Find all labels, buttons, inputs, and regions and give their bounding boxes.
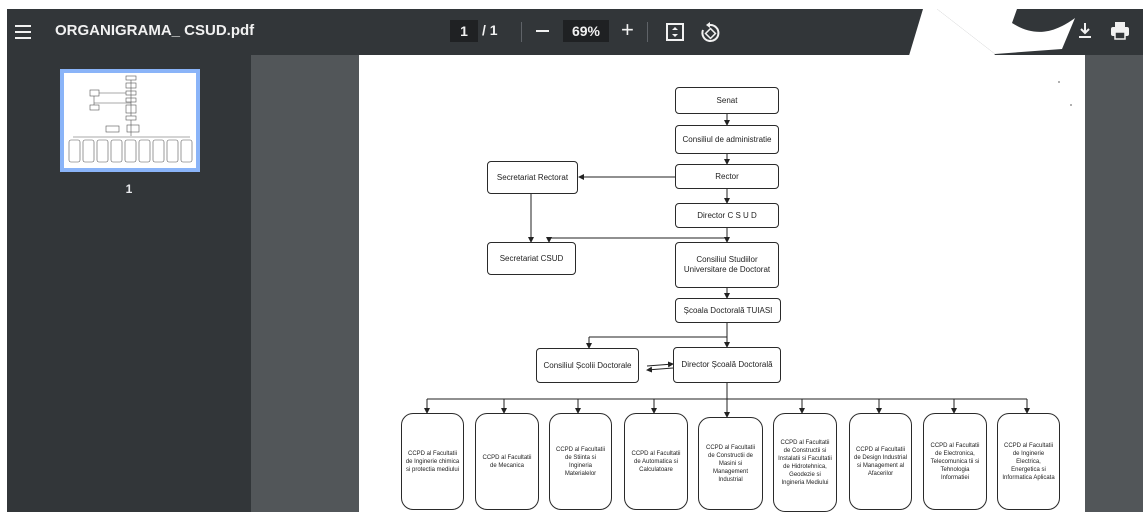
rector-box: Rector — [675, 164, 779, 189]
orgchart-connectors — [424, 81, 1072, 418]
minus-icon[interactable] — [536, 30, 549, 32]
thumbnail-page-number: 1 — [125, 182, 133, 196]
thumbnail-preview — [68, 75, 193, 163]
pdf-viewer: 1 — [7, 9, 1143, 512]
faculty-box: CCPD al Facultatii de Inginerie chimica … — [401, 413, 464, 510]
director-csud-box: Director C S U D — [675, 203, 779, 228]
consiliu-admin-box: Consiliul de administratie — [675, 125, 779, 154]
scoala-doctorala-box: Școala Doctorală TUIASI — [675, 298, 781, 323]
toolbar-divider — [647, 22, 648, 42]
director-scoala-box: Director Școală Doctorală — [673, 347, 781, 383]
faculty-box: CCPD al Facultatii de Automatica si Calc… — [624, 413, 688, 510]
faculty-box: CCPD al Facultatii de Stiinta si Inginer… — [549, 413, 612, 510]
rotate-icon[interactable] — [700, 21, 720, 43]
zoom-input[interactable]: 69% — [563, 20, 609, 42]
document-title: ORGANIGRAMA_ CSUD.pdf — [55, 22, 255, 39]
faculty-box: CCPD al Facultatii de Constructii de Mas… — [698, 417, 763, 510]
download-icon[interactable] — [1076, 21, 1094, 41]
senat-box: Senat — [675, 87, 779, 114]
faculty-box: CCPD al Facultatii de Design Industrial … — [849, 413, 912, 510]
faculty-box: CCPD al Facultatii de Mecanica — [475, 413, 539, 510]
thumbnail-sidebar[interactable]: 1 — [7, 55, 251, 512]
faculty-box: CCPD al Facultatii de Constructii si Ins… — [773, 413, 837, 512]
pdf-page: Senat Consiliul de administratie Rector … — [359, 55, 1085, 512]
print-icon[interactable] — [1109, 21, 1131, 41]
page-number-input[interactable]: 1 — [450, 20, 478, 42]
consiliul-scolii-box: Consiliul Școlii Doctorale — [536, 348, 639, 383]
hamburger-menu-icon[interactable] — [13, 21, 35, 43]
fit-page-icon[interactable] — [665, 22, 685, 42]
page-thumbnail[interactable] — [60, 69, 200, 172]
plus-icon[interactable]: + — [621, 17, 634, 42]
pdf-toolbar: ORGANIGRAMA_ CSUD.pdf 1 / 1 69% + — [7, 9, 1143, 55]
page-count: / 1 — [482, 22, 498, 38]
toolbar-divider — [521, 22, 522, 42]
consiliul-studiilor-box: Consiliul Studiilor Universitare de Doct… — [675, 242, 779, 288]
faculty-box: CCPD al Facultatii de Electronica, Telec… — [923, 413, 987, 510]
faculty-box: CCPD al Facultatii de Inginerie Electric… — [997, 413, 1060, 510]
secretariat-rectorat-box: Secretariat Rectorat — [487, 161, 578, 194]
secretariat-csud-box: Secretariat CSUD — [487, 242, 576, 275]
